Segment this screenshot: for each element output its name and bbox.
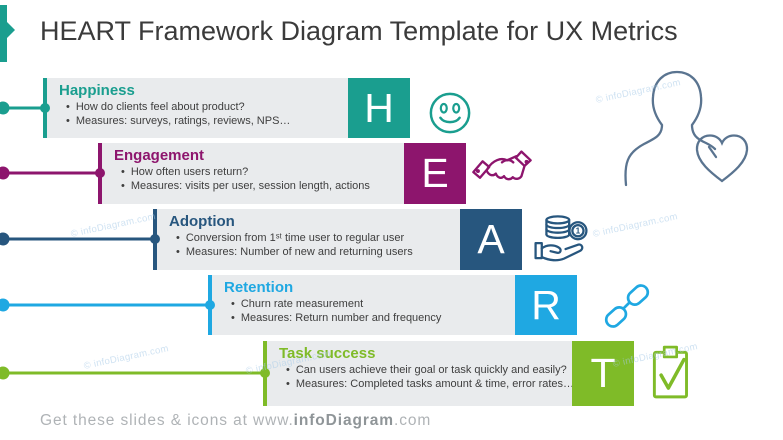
row-engagement: Engagement How often users return? Measu… <box>98 143 466 204</box>
slide-accent-marker-icon <box>0 5 15 62</box>
watermark: © infoDiagram.com <box>82 343 170 372</box>
bullet-item: Measures: Return number and frequency <box>224 312 577 326</box>
bullet-item: Measures: Number of new and returning us… <box>169 246 522 260</box>
footer-text-suffix: .com <box>393 412 432 429</box>
svg-text:1: 1 <box>576 227 581 236</box>
footer-text-prefix: Get these slides & icons at www. <box>40 412 294 429</box>
person-outline <box>624 70 717 187</box>
connector-task-success <box>0 366 270 380</box>
bullet-item: Conversion from 1ˢᵗ time user to regular… <box>169 232 522 246</box>
connector-retention <box>0 298 215 312</box>
person-heart-icon <box>618 64 750 194</box>
footer-brand: infoDiagram <box>293 412 394 429</box>
bullet-item: Churn rate measurement <box>224 298 577 312</box>
bullet-item: Can users achieve their goal or task qui… <box>279 364 634 378</box>
watermark: © infoDiagram.com <box>69 211 157 240</box>
row-task-success: Task success Can users achieve their goa… <box>263 341 634 406</box>
row-happiness: Happiness How do clients feel about prod… <box>43 78 410 138</box>
watermark: © infoDiagram.com <box>591 211 679 240</box>
row-title-engagement: Engagement <box>114 147 205 164</box>
connector-adoption <box>0 232 160 246</box>
connector-engagement <box>0 166 105 180</box>
letter-block-a: A <box>460 209 522 270</box>
bullet-item: Measures: visits per user, session lengt… <box>114 180 466 194</box>
letter-block-h: H <box>348 78 410 138</box>
letter-block-e: E <box>404 143 466 204</box>
handshake-icon <box>470 147 534 190</box>
row-title-task-success: Task success <box>279 345 376 362</box>
heart-outline <box>695 134 749 183</box>
row-title-retention: Retention <box>224 279 294 296</box>
bullet-item: How do clients feel about product? <box>59 101 410 115</box>
bullet-item: How often users return? <box>114 166 466 180</box>
smiley-icon <box>428 91 472 135</box>
coins-hand-icon: 1 <box>533 211 595 267</box>
letter-block-t: T <box>572 341 634 406</box>
page-title: HEART Framework Diagram Template for UX … <box>40 16 678 46</box>
chain-link-icon <box>601 280 653 332</box>
heart-shine <box>707 145 718 159</box>
row-title-adoption: Adoption <box>169 213 235 230</box>
row-title-happiness: Happiness <box>59 82 135 99</box>
footer: Get these slides & icons at www.infoDiag… <box>40 412 431 430</box>
clipboard-check-icon <box>650 344 694 400</box>
bullet-item: Measures: Completed tasks amount & time,… <box>279 378 634 392</box>
row-retention: Retention Churn rate measurement Measure… <box>208 275 577 335</box>
letter-block-r: R <box>515 275 577 335</box>
bullet-item: Measures: surveys, ratings, reviews, NPS… <box>59 115 410 129</box>
row-adoption: Adoption Conversion from 1ˢᵗ time user t… <box>153 209 522 270</box>
